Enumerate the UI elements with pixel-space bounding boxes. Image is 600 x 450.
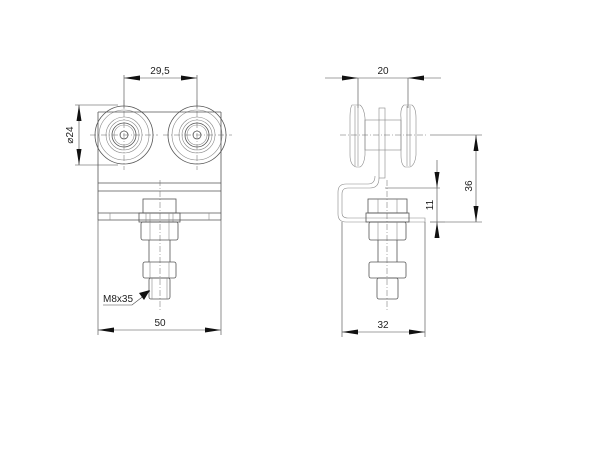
dim-width: 50 <box>154 318 166 329</box>
front-view: 29,5 ⌀24 <box>65 66 232 335</box>
dim-height-bracket: 11 <box>425 199 436 210</box>
bolt-label: M8x35 <box>103 294 133 305</box>
dim-wheel-diameter: ⌀24 <box>65 126 76 144</box>
left-wheel <box>90 100 158 170</box>
dim-height-total: 36 <box>464 180 475 192</box>
dim-wheel-spacing: 29,5 <box>150 66 170 77</box>
right-wheel <box>163 100 232 170</box>
dim-depth: 32 <box>377 320 389 331</box>
dim-wheel-width: 20 <box>377 66 389 77</box>
side-view: 20 11 <box>325 66 482 337</box>
